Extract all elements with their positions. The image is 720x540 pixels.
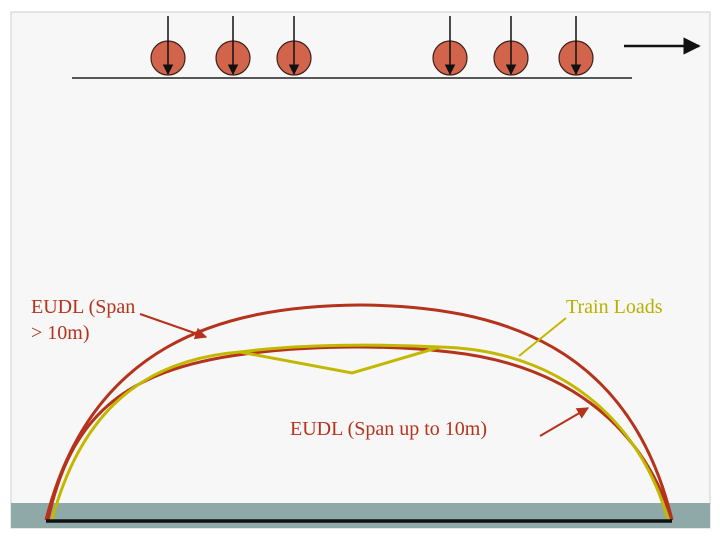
wheel-icon	[150, 16, 186, 76]
eudl-large-leader	[139, 313, 208, 340]
eudl-large-line2: > 10m)	[31, 322, 90, 344]
eudl-large-line1: EUDL (Span	[31, 296, 136, 318]
eudl-long-span-curve	[44, 303, 674, 521]
wheel-icon	[432, 16, 468, 76]
wheel-icon	[493, 16, 529, 76]
wheel-icon	[215, 16, 251, 76]
footer-band	[11, 503, 710, 528]
train-load-curve	[50, 345, 670, 521]
eudl-span-up-to-10m-label: EUDL (Span up to 10m)	[290, 418, 488, 440]
train-load-curve-top	[239, 343, 441, 354]
axle-group-1	[150, 16, 312, 76]
wheel-icon	[558, 16, 594, 76]
eudl-short-span-curve	[46, 345, 674, 521]
eudl-small-leader	[539, 407, 590, 437]
train-loads-label: Train Loads	[566, 296, 663, 318]
train-loads-leader	[518, 317, 567, 357]
axle-group-2	[432, 16, 594, 76]
wheel-icon	[276, 16, 312, 76]
eudl-span-over-10m-label: EUDL (Span > 10m)	[31, 294, 181, 346]
slide-panel	[10, 11, 711, 529]
